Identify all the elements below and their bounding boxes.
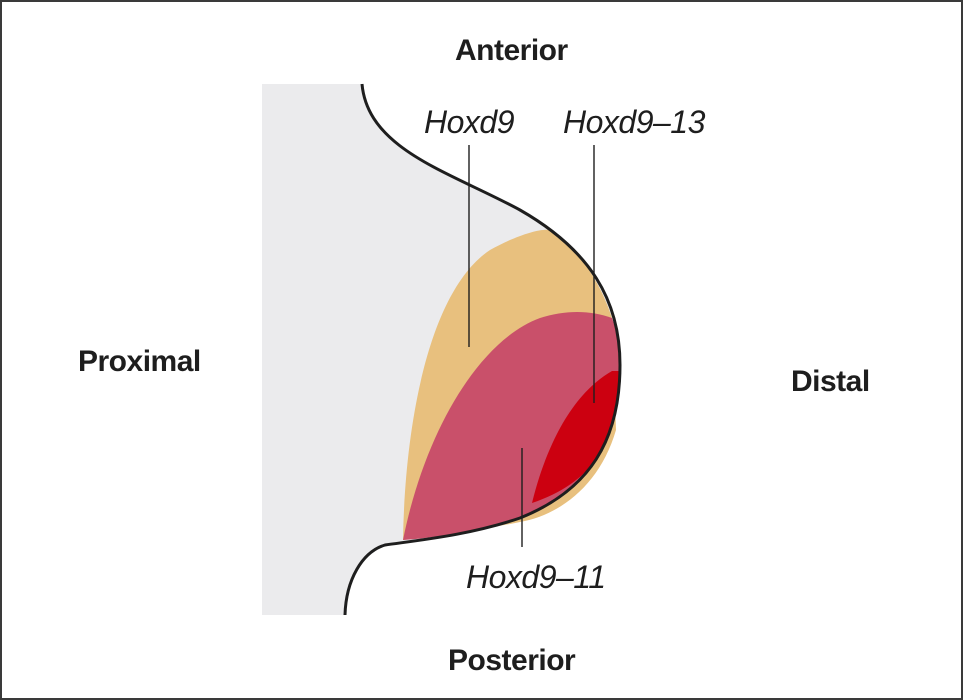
label-hoxd9-13: Hoxd9–13 [563, 104, 706, 140]
label-proximal: Proximal [78, 345, 201, 378]
label-hoxd9-11: Hoxd9–11 [466, 559, 606, 595]
label-hoxd9: Hoxd9 [424, 104, 515, 140]
label-posterior: Posterior [448, 644, 576, 677]
label-distal: Distal [791, 365, 870, 398]
label-anterior: Anterior [455, 34, 569, 67]
